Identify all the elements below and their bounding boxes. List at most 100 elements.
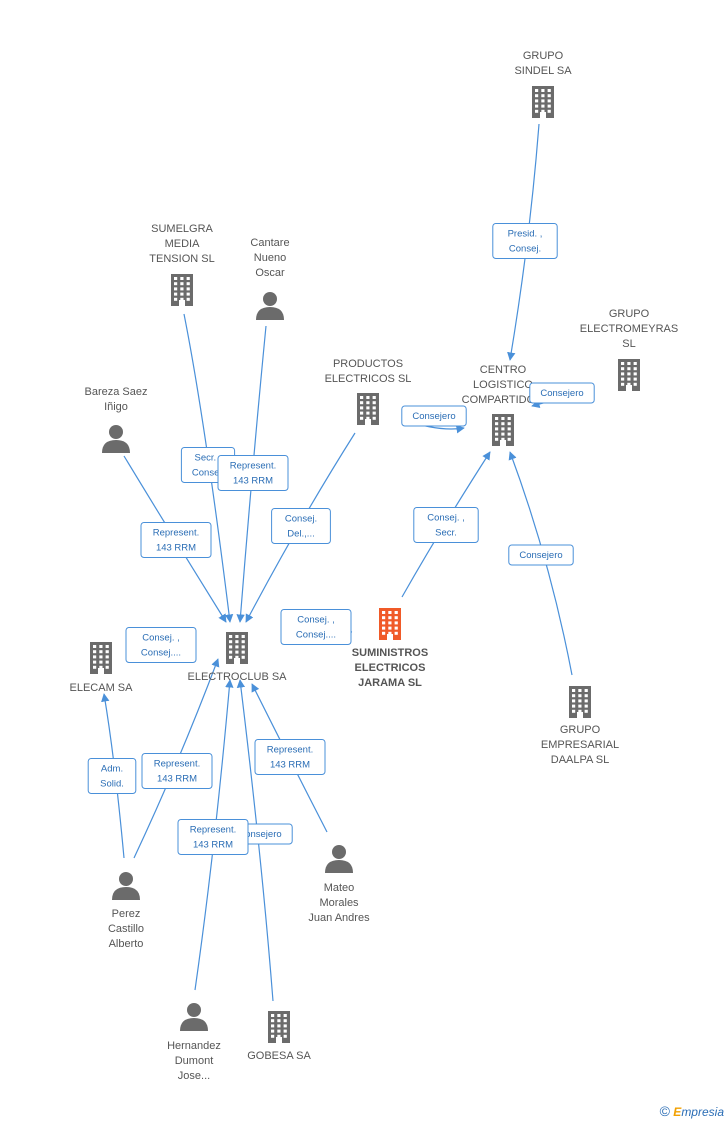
edge-label-text: 143 RRM (233, 476, 273, 487)
building-window (105, 660, 109, 664)
building-icon (226, 632, 248, 664)
building-window (174, 297, 178, 301)
building-window (388, 611, 392, 614)
building-window (584, 699, 588, 703)
edge-label-centro-to-centro[interactable]: Consejero (401, 405, 467, 427)
person-body (112, 887, 140, 900)
node-label: Nueno (254, 252, 286, 264)
building-window (229, 635, 233, 638)
building-window (547, 99, 551, 103)
node-gobesa[interactable]: GOBESA SA (247, 1011, 311, 1062)
building-window (584, 694, 588, 698)
building-window (283, 1019, 287, 1023)
edge-label-text: Secr. , (195, 453, 222, 464)
edge-label-text: Consej. , (427, 513, 465, 524)
building-window (501, 432, 505, 436)
edge-label-productos-to-electroclub[interactable]: Consej.Del.,... (271, 508, 331, 544)
person-head (119, 872, 133, 886)
building-window (372, 396, 376, 399)
person-icon (102, 425, 130, 453)
brand-logo-text: mpresia (681, 1105, 724, 1119)
edge-label-perez-to-electroclub[interactable]: Represent.143 RRM (141, 753, 213, 789)
building-icon (492, 414, 514, 446)
building-window (495, 432, 499, 436)
building-window (105, 655, 109, 659)
building-window (372, 411, 376, 415)
edge-label-hernandez-to-electroclub[interactable]: Represent. 143 RRM (177, 819, 249, 855)
building-window (271, 1019, 275, 1023)
edge-label-text: Consejero (540, 388, 583, 399)
node-hernandez[interactable]: HernandezDumontJose... (167, 1003, 221, 1082)
building-window (99, 645, 103, 648)
edge-label-sindel-to-centro[interactable]: Presid. ,Consej. (492, 223, 558, 259)
edge-label-cantare-to-electroclub[interactable]: Represent.143 RRM (217, 455, 289, 491)
edge-label-perez-to-elecam[interactable]: Adm.Solid. (87, 758, 137, 794)
person-icon (180, 1003, 208, 1031)
edge-label-text: Adm. (101, 764, 123, 775)
edge-label-text: Secr. (435, 528, 457, 539)
building-window (99, 650, 103, 654)
edge-label-mateo-to-electroclub[interactable]: Represent.143 RRM (254, 739, 326, 775)
building-window (633, 382, 637, 386)
building-window (99, 655, 103, 659)
building-window (578, 699, 582, 703)
node-label: Juan Andres (308, 912, 370, 924)
building-window (229, 645, 233, 649)
edge-label-text: 143 RRM (270, 760, 310, 771)
edge-label-text: Consej. (509, 244, 541, 255)
edge-label-text: Consej. , (297, 615, 335, 626)
edge-label-box (177, 819, 249, 855)
person-body (256, 307, 284, 320)
person-body (102, 440, 130, 453)
building-window (180, 282, 184, 286)
edge-label-text: Represent. (190, 825, 236, 836)
node-label: SUMINISTROS (352, 647, 428, 659)
edge-label-electroclub-to-electroclub[interactable]: Consej. ,Consej.... (125, 627, 197, 663)
edge-label-suministros-to-centro[interactable]: Consej. , Secr. (413, 507, 479, 543)
node-label: Bareza Saez (85, 386, 148, 398)
building-window (388, 616, 392, 620)
node-electroclub[interactable]: ELECTROCLUB SA (187, 632, 287, 683)
building-icon (268, 1011, 290, 1043)
person-head (187, 1003, 201, 1017)
building-window (271, 1034, 275, 1038)
building-window (235, 650, 239, 654)
edge-label-suministros-to-electroclub[interactable]: Consej. ,Consej.... (280, 609, 352, 645)
edge-label-text: Consej. , (142, 633, 180, 644)
edge-gobesa-to-electroclub (236, 679, 274, 1002)
building-window (360, 416, 364, 420)
node-label: Castillo (108, 923, 144, 935)
person-icon (112, 872, 140, 900)
edge-label-text: 143 RRM (193, 840, 233, 851)
building-window (572, 709, 576, 713)
building-window (235, 655, 239, 659)
building-window (394, 631, 398, 635)
edge-label-box (254, 739, 326, 775)
building-window (621, 372, 625, 376)
node-elecam[interactable]: ELECAM SA (70, 642, 134, 694)
building-window (382, 611, 386, 614)
edge-label-bareza-to-electroclub[interactable]: Represent.143 RRM (140, 522, 212, 558)
edge-label-electromeyras-to-centro[interactable]: Consejero (529, 382, 595, 404)
building-window (241, 650, 245, 654)
building-icon (357, 393, 379, 425)
node-label: TENSION SL (149, 253, 214, 265)
node-label: SUMELGRA (151, 223, 213, 235)
edge-label-text: Consej. (192, 468, 224, 479)
building-window (382, 621, 386, 625)
building-window (535, 89, 539, 92)
edge-label-daalpa-to-centro[interactable]: Consejero (508, 544, 574, 566)
building-window (627, 362, 631, 365)
node-centro[interactable]: CENTROLOGISTICOCOMPARTIDO... (462, 364, 545, 446)
node-label: Morales (319, 897, 359, 909)
